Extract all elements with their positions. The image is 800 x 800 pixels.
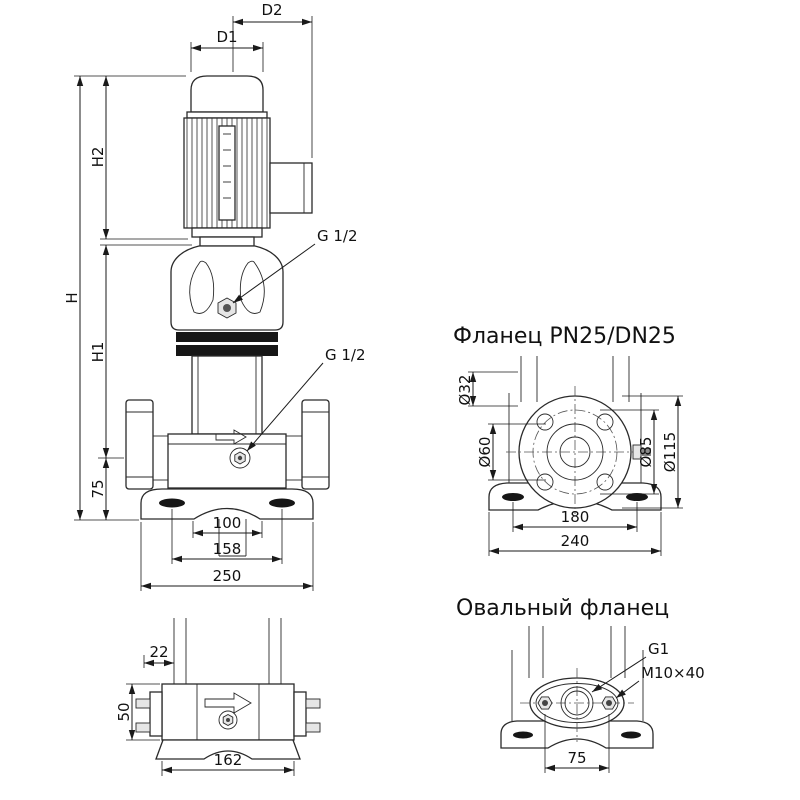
main-view: D2 D1 H H2 H1 75 G 1/2 G — [63, 1, 366, 591]
label-m10x40: M10×40 — [641, 664, 705, 682]
oval-casing — [500, 626, 654, 749]
oval-view: Овальный фланец G1 — [456, 596, 705, 773]
pump-head — [170, 245, 284, 356]
flow-arrow — [204, 692, 252, 714]
stage-sleeve — [191, 355, 263, 435]
motor — [183, 75, 313, 247]
main-leaders: G 1/2 G 1/2 — [232, 227, 366, 452]
dim-h2: H2 — [89, 147, 107, 168]
main-dims-top: D2 D1 — [190, 1, 313, 158]
side-dims: 22 50 162 — [115, 643, 295, 776]
dim-d85: Ø85 — [637, 437, 655, 468]
dim-h1: H1 — [89, 342, 107, 363]
dim-d1: D1 — [216, 28, 237, 46]
terminal-box — [269, 162, 313, 214]
baseplate — [140, 488, 314, 557]
flange-view: Фланец PN25/DN25 — [453, 324, 683, 556]
drain-plug — [229, 447, 251, 469]
stud — [305, 698, 321, 709]
dim-d115: Ø115 — [661, 432, 679, 472]
dim-75-vertical: 75 — [89, 479, 107, 498]
side-casing — [135, 618, 321, 760]
side-view: 22 50 162 — [115, 618, 321, 776]
oval-leaders: G1 M10×40 — [591, 640, 705, 699]
drain-plug — [218, 710, 238, 730]
suction-flange — [125, 399, 154, 490]
stud — [135, 722, 151, 733]
bolt-hole — [536, 413, 554, 431]
pump-base — [125, 399, 330, 490]
dim-180: 180 — [561, 508, 590, 526]
oval-view-title: Овальный фланец — [456, 596, 669, 621]
dim-50: 50 — [115, 702, 133, 721]
dim-100: 100 — [213, 514, 242, 532]
bolt-hole — [596, 413, 614, 431]
discharge-flange — [301, 399, 330, 490]
bolt-hole — [596, 473, 614, 491]
dim-240: 240 — [561, 532, 590, 550]
oval-dims: 75 — [544, 714, 610, 773]
stud — [305, 722, 321, 733]
bolt-hole — [536, 473, 554, 491]
stud — [135, 698, 151, 709]
dim-158: 158 — [213, 540, 242, 558]
threaded-port — [560, 686, 594, 720]
dim-d60: Ø60 — [476, 437, 494, 468]
label-g12-top: G 1/2 — [317, 227, 358, 245]
flange-face — [506, 386, 651, 514]
label-g12-bottom: G 1/2 — [325, 346, 366, 364]
dim-162: 162 — [214, 751, 243, 769]
dim-d2: D2 — [261, 1, 282, 19]
flange-view-title: Фланец PN25/DN25 — [453, 324, 676, 349]
main-dims-left: H H2 H1 75 — [63, 75, 192, 521]
dim-22: 22 — [149, 643, 168, 661]
label-g1: G1 — [648, 640, 669, 658]
dim-d32: Ø32 — [456, 375, 474, 406]
dim-75: 75 — [567, 749, 586, 767]
dim-250: 250 — [213, 567, 242, 585]
flange-dims: Ø32 Ø60 Ø85 Ø115 180 240 — [456, 371, 683, 556]
main-dims-bottom: 100 158 250 — [140, 509, 314, 591]
flow-arrow — [215, 429, 247, 445]
dim-h: H — [63, 292, 81, 303]
